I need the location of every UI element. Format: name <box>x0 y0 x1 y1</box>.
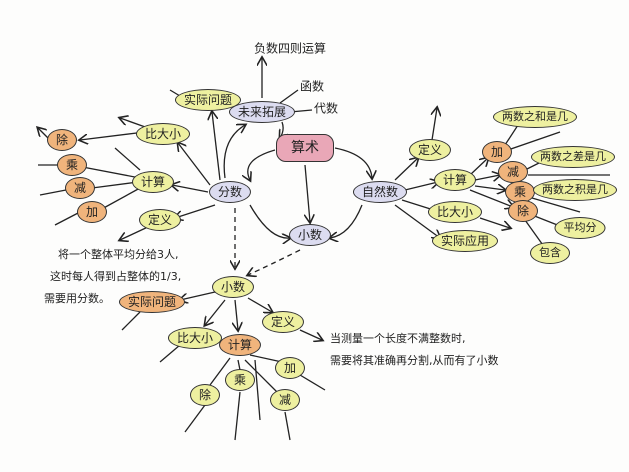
fraction-op-subtract[interactable]: 减 <box>64 177 96 199</box>
decimal-op-divide[interactable]: 除 <box>189 384 221 406</box>
fraction-calc[interactable]: 计算 <box>131 171 175 193</box>
natural-compare[interactable]: 比大小 <box>427 201 483 223</box>
label-algebra: 代数 <box>313 101 339 116</box>
decimal-practical[interactable]: 实际问题 <box>118 291 186 313</box>
decimal-definition-text: 当测量一个长度不满整数时, 需要将其准确再分割,从而有了小数 <box>330 328 499 372</box>
natural-op-add[interactable]: 加 <box>481 141 513 163</box>
text-line: 这时每人得到占整体的1/3, <box>50 270 182 283</box>
fraction-op-divide[interactable]: 除 <box>46 129 78 151</box>
decimal-compare[interactable]: 比大小 <box>167 327 223 349</box>
node-natural[interactable]: 自然数 <box>352 181 408 203</box>
text-line: 当测量一个长度不满整数时, <box>330 332 466 345</box>
fraction-op-multiply[interactable]: 乘 <box>56 154 88 176</box>
decimal-branch-node[interactable]: 小数 <box>211 276 255 298</box>
node-future[interactable]: 未来拓展 <box>228 101 296 123</box>
text-line: 将一个整体平均分给3人, <box>58 248 179 261</box>
fraction-compare[interactable]: 比大小 <box>135 123 191 145</box>
decimal-definition[interactable]: 定义 <box>261 311 305 333</box>
meaning-contains[interactable]: 包含 <box>530 242 570 264</box>
node-decimal[interactable]: 小数 <box>288 224 332 246</box>
decimal-op-multiply[interactable]: 乘 <box>224 369 256 391</box>
fraction-op-add[interactable]: 加 <box>76 201 108 223</box>
node-arithmetic[interactable]: 算术 <box>276 134 334 162</box>
meaning-product[interactable]: 两数之积是几 <box>533 179 617 201</box>
natural-definition[interactable]: 定义 <box>408 139 452 161</box>
decimal-calc[interactable]: 计算 <box>218 334 262 356</box>
natural-calc[interactable]: 计算 <box>433 169 477 191</box>
fraction-practical[interactable]: 实际问题 <box>174 89 242 111</box>
fraction-definition-text: 将一个整体平均分给3人, 这时每人得到占整体的1/3, 需要用分数。 <box>44 244 181 310</box>
meaning-sum[interactable]: 两数之和是几 <box>493 106 577 128</box>
meaning-equal-share[interactable]: 平均分 <box>554 217 606 239</box>
fraction-definition[interactable]: 定义 <box>138 209 182 231</box>
label-negative-ops: 负数四则运算 <box>253 41 327 56</box>
node-fraction[interactable]: 分数 <box>208 181 252 203</box>
natural-op-divide[interactable]: 除 <box>507 200 539 222</box>
meaning-difference[interactable]: 两数之差是几 <box>531 146 615 168</box>
decimal-op-subtract[interactable]: 减 <box>269 389 301 411</box>
label-function: 函数 <box>299 79 325 94</box>
natural-practical[interactable]: 实际应用 <box>431 230 499 252</box>
text-line: 需要用分数。 <box>44 292 110 305</box>
natural-op-subtract[interactable]: 减 <box>497 161 529 183</box>
text-line: 需要将其准确再分割,从而有了小数 <box>330 354 499 367</box>
decimal-op-add[interactable]: 加 <box>274 357 306 379</box>
